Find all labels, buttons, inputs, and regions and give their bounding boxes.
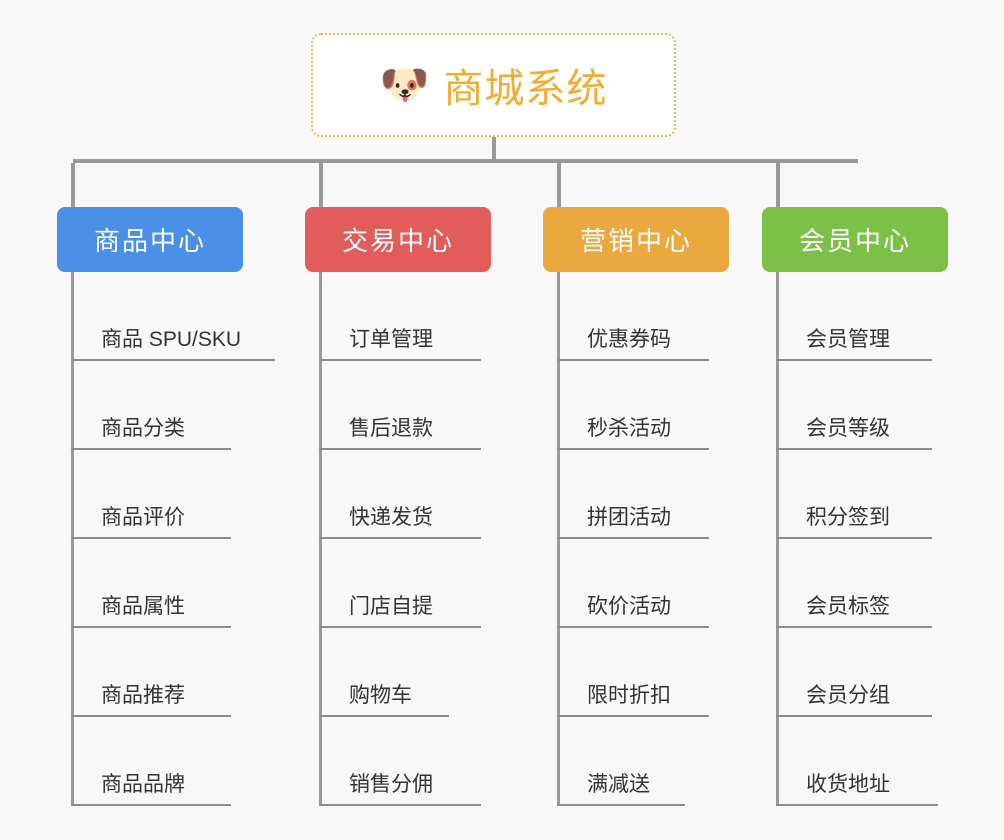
leaf-underline <box>557 537 709 539</box>
leaf-underline <box>71 804 231 806</box>
leaf-label: 商品品牌 <box>101 772 185 796</box>
leaf-underline <box>319 537 481 539</box>
leaf-item[interactable]: 商品品牌 <box>71 717 241 806</box>
leaf-item[interactable]: 订单管理 <box>319 272 481 361</box>
leaf-item[interactable]: 会员等级 <box>776 361 932 450</box>
leaf-underline <box>319 448 481 450</box>
branch-stem-connector <box>776 272 779 806</box>
branch-stem-connector <box>319 272 322 806</box>
branch-drop-connector <box>776 163 780 209</box>
leaf-item[interactable]: 购物车 <box>319 628 449 717</box>
branch-drop-connector <box>557 163 561 209</box>
category-box-member-center[interactable]: 会员中心 <box>762 207 948 272</box>
category-label: 会员中心 <box>798 226 911 256</box>
leaf-underline <box>557 804 685 806</box>
leaf-underline <box>71 715 231 717</box>
leaf-label: 秒杀活动 <box>587 416 671 440</box>
leaf-label: 会员管理 <box>806 327 890 351</box>
leaf-item[interactable]: 商品评价 <box>71 450 241 539</box>
leaf-item[interactable]: 快递发货 <box>319 450 481 539</box>
leaf-underline <box>557 359 709 361</box>
category-box-trade-center[interactable]: 交易中心 <box>305 207 491 272</box>
leaf-underline <box>557 448 709 450</box>
leaf-item[interactable]: 积分签到 <box>776 450 932 539</box>
leaf-underline <box>557 626 709 628</box>
leaf-underline <box>776 804 938 806</box>
leaf-underline <box>71 448 231 450</box>
leaf-label: 满减送 <box>587 772 650 796</box>
leaf-underline <box>71 537 231 539</box>
root-trunk-connector <box>492 137 496 161</box>
leaf-list: 会员管理会员等级积分签到会员标签会员分组收货地址 <box>776 272 938 806</box>
leaf-label: 优惠券码 <box>587 327 671 351</box>
leaf-underline <box>319 715 449 717</box>
leaf-label: 购物车 <box>349 683 412 707</box>
root-node[interactable]: 🐶 商城系统 <box>311 33 676 137</box>
branch-drop-connector <box>71 163 75 209</box>
main-horizontal-connector <box>73 159 858 163</box>
leaf-label: 商品推荐 <box>101 683 185 707</box>
leaf-item[interactable]: 拼团活动 <box>557 450 709 539</box>
leaf-label: 会员标签 <box>806 594 890 618</box>
leaf-label: 售后退款 <box>349 416 433 440</box>
leaf-underline <box>71 359 275 361</box>
leaf-item[interactable]: 秒杀活动 <box>557 361 709 450</box>
category-label: 商品中心 <box>93 226 206 256</box>
leaf-item[interactable]: 商品属性 <box>71 539 241 628</box>
leaf-underline <box>776 359 932 361</box>
leaf-underline <box>319 804 481 806</box>
leaf-item[interactable]: 商品分类 <box>71 361 241 450</box>
root-title: 商城系统 <box>443 67 608 111</box>
category-label: 营销中心 <box>579 226 692 256</box>
leaf-label: 快递发货 <box>349 505 433 529</box>
leaf-item[interactable]: 商品 SPU/SKU <box>71 272 275 361</box>
leaf-underline <box>776 537 932 539</box>
leaf-underline <box>71 626 231 628</box>
leaf-item[interactable]: 会员分组 <box>776 628 932 717</box>
leaf-list: 订单管理售后退款快递发货门店自提购物车销售分佣 <box>319 272 481 806</box>
category-box-product-center[interactable]: 商品中心 <box>57 207 243 272</box>
leaf-item[interactable]: 砍价活动 <box>557 539 709 628</box>
leaf-item[interactable]: 优惠券码 <box>557 272 709 361</box>
leaf-item[interactable]: 销售分佣 <box>319 717 481 806</box>
leaf-label: 砍价活动 <box>587 594 671 618</box>
leaf-underline <box>319 359 481 361</box>
leaf-label: 订单管理 <box>349 327 433 351</box>
leaf-underline <box>319 626 481 628</box>
leaf-item[interactable]: 会员标签 <box>776 539 932 628</box>
leaf-label: 限时折扣 <box>587 683 671 707</box>
category-box-marketing-center[interactable]: 营销中心 <box>543 207 729 272</box>
branch-drop-connector <box>319 163 323 209</box>
leaf-label: 拼团活动 <box>587 505 671 529</box>
leaf-item[interactable]: 满减送 <box>557 717 685 806</box>
leaf-label: 商品分类 <box>101 416 185 440</box>
leaf-label: 销售分佣 <box>349 772 433 796</box>
leaf-item[interactable]: 门店自提 <box>319 539 481 628</box>
category-label: 交易中心 <box>341 226 454 256</box>
leaf-label: 积分签到 <box>806 505 890 529</box>
leaf-list: 优惠券码秒杀活动拼团活动砍价活动限时折扣满减送 <box>557 272 709 806</box>
leaf-label: 商品 SPU/SKU <box>101 327 242 351</box>
leaf-label: 会员分组 <box>806 683 890 707</box>
leaf-underline <box>557 715 709 717</box>
leaf-label: 收货地址 <box>806 772 890 796</box>
branch-stem-connector <box>557 272 560 806</box>
leaf-item[interactable]: 限时折扣 <box>557 628 709 717</box>
leaf-item[interactable]: 收货地址 <box>776 717 938 806</box>
leaf-underline <box>776 448 932 450</box>
leaf-item[interactable]: 售后退款 <box>319 361 481 450</box>
branch-stem-connector <box>71 272 74 806</box>
dog-face-icon: 🐶 <box>379 63 430 107</box>
leaf-label: 门店自提 <box>349 594 433 618</box>
leaf-list: 商品 SPU/SKU 商品分类商品评价商品属性商品推荐商品品牌 <box>71 272 275 806</box>
leaf-label: 会员等级 <box>806 416 890 440</box>
leaf-underline <box>776 626 932 628</box>
leaf-item[interactable]: 会员管理 <box>776 272 932 361</box>
leaf-underline <box>776 715 932 717</box>
leaf-label: 商品评价 <box>101 505 185 529</box>
leaf-label: 商品属性 <box>101 594 185 618</box>
leaf-item[interactable]: 商品推荐 <box>71 628 241 717</box>
